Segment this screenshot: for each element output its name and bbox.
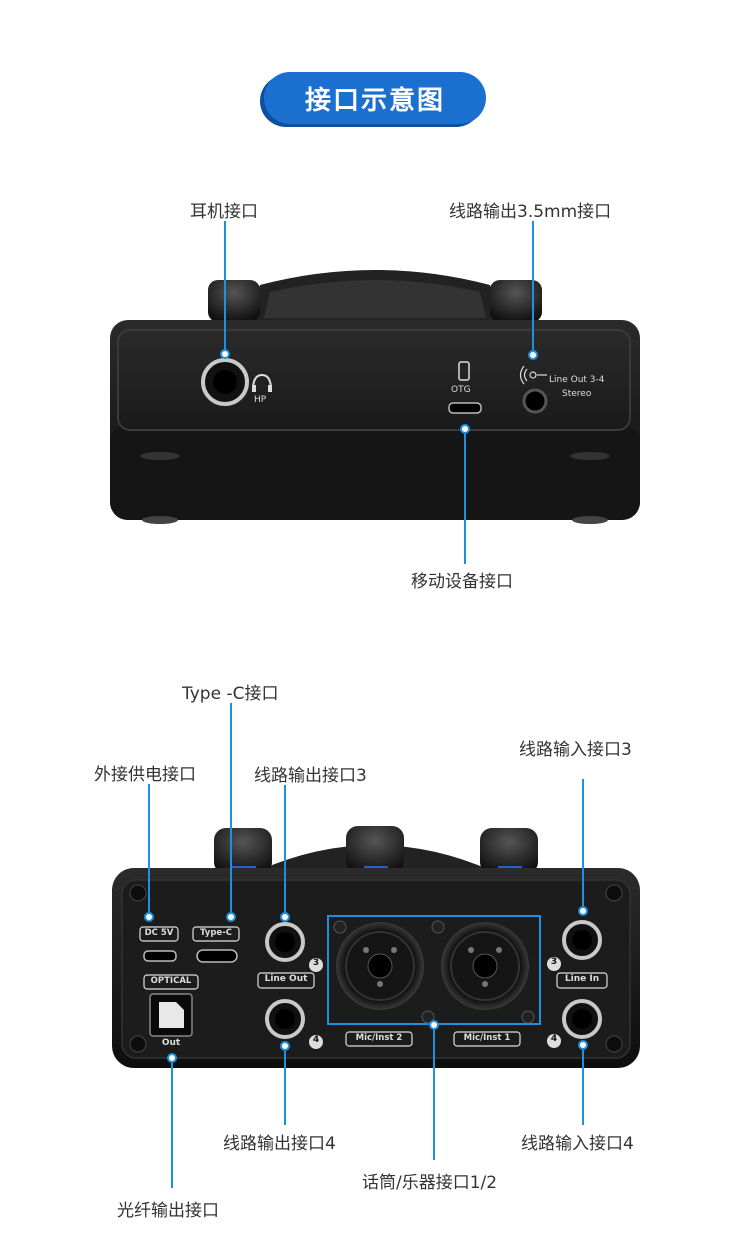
label-line-out-3: 线路输出接口3	[254, 766, 367, 786]
callout-dot-line-out-4	[280, 1041, 290, 1051]
typec-label: Type-C	[200, 928, 232, 938]
line-in-num-4: 4	[550, 1034, 558, 1044]
callout-dot-type-c	[226, 912, 236, 922]
top-device	[110, 270, 640, 524]
callout-line-optical	[171, 1063, 173, 1188]
mic-inst-1-label: Mic/Inst 1	[463, 1033, 511, 1043]
label-line-out-4: 线路输出接口4	[223, 1134, 336, 1154]
callout-line-line-in-4	[582, 1050, 584, 1125]
hp-label: HP	[254, 395, 267, 405]
otg-label: OTG	[451, 385, 471, 395]
label-type-c: Type -C接口	[182, 684, 279, 704]
stereo-label: Stereo	[562, 389, 592, 399]
label-mic-inst: 话筒/乐器接口1/2	[362, 1173, 498, 1193]
callout-line-line-in-3	[582, 779, 584, 909]
callout-line-line-out-35	[532, 221, 534, 354]
headphone-icon	[252, 373, 272, 392]
optical-label: OPTICAL	[150, 976, 192, 986]
callout-line-mobile	[464, 434, 466, 564]
callout-dot-line-out-3	[280, 912, 290, 922]
label-headphone: 耳机接口	[190, 202, 258, 222]
line-out-num-3: 3	[312, 958, 320, 968]
label-line-in-4: 线路输入接口4	[521, 1134, 634, 1154]
callout-dot-optical	[167, 1053, 177, 1063]
callout-line-headphone	[224, 221, 226, 351]
label-external-power: 外接供电接口	[94, 765, 196, 785]
bottom-device	[112, 826, 640, 1068]
type-c-port	[196, 949, 238, 963]
label-optical-out: 光纤输出接口	[117, 1201, 219, 1221]
callout-line-line-out-3	[284, 785, 286, 915]
label-line-out-35: 线路输出3.5mm接口	[449, 202, 612, 222]
out-label: Out	[161, 1038, 181, 1048]
mic-inst-2-label: Mic/Inst 2	[355, 1033, 403, 1043]
line-in-num-3: 3	[550, 957, 558, 967]
callout-dot-headphone	[220, 349, 230, 359]
line-in-label: Line In	[564, 974, 600, 984]
line-out-34-label: Line Out 3-4	[549, 375, 605, 385]
callout-line-line-out-4	[284, 1051, 286, 1125]
otg-port	[448, 402, 482, 414]
callout-dot-mobile	[460, 424, 470, 434]
callout-dot-line-in-4	[578, 1040, 588, 1050]
label-line-in-3: 线路输入接口3	[519, 740, 632, 760]
callout-line-type-c	[230, 703, 232, 915]
line-out-icon	[519, 365, 547, 385]
page-title: 接口示意图	[264, 72, 486, 124]
label-mobile: 移动设备接口	[411, 572, 513, 592]
callout-dot-external-power	[144, 912, 154, 922]
line-out-num-4: 4	[312, 1035, 320, 1045]
line-out-label: Line Out	[264, 974, 308, 984]
callout-line-mic-inst	[433, 1030, 435, 1160]
phone-icon	[458, 361, 470, 381]
dc-power-port	[143, 950, 177, 962]
callout-dot-line-out-35	[528, 350, 538, 360]
callout-dot-mic-inst	[429, 1020, 439, 1030]
dc5v-label: DC 5V	[144, 928, 174, 938]
callout-line-external-power	[148, 784, 150, 914]
callout-dot-line-in-3	[578, 906, 588, 916]
